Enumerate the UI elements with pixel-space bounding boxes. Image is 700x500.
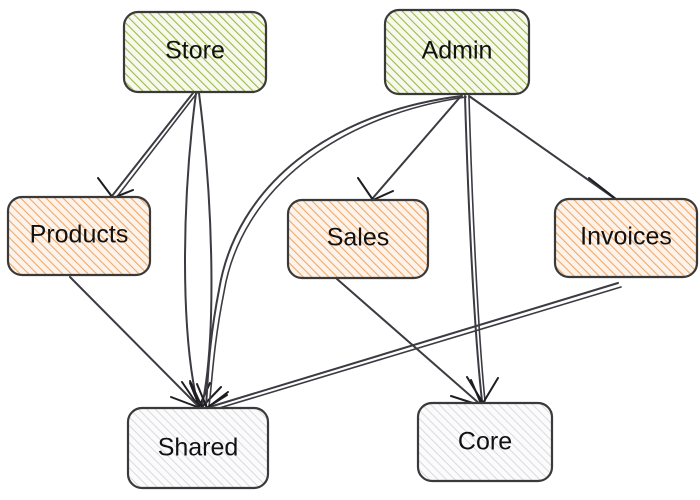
node-store-shape[interactable]	[122, 10, 268, 94]
node-invoices-shape[interactable]	[553, 197, 699, 279]
node-store[interactable]: Store	[122, 10, 268, 94]
node-admin[interactable]: Admin	[383, 8, 531, 96]
edge-store-shared-b[interactable]	[189, 92, 222, 408]
node-invoices[interactable]: Invoices	[553, 197, 699, 279]
node-products[interactable]: Products	[6, 195, 152, 277]
node-sales-shape[interactable]	[286, 198, 430, 280]
node-core[interactable]: Core	[416, 401, 554, 483]
node-layer: Store Admin Products Sales Invoices Shar	[6, 8, 699, 490]
edge-layer	[69, 92, 622, 420]
edge-products-shared[interactable]	[69, 276, 201, 409]
edge-store-products[interactable]	[97, 92, 198, 199]
edge-admin-core[interactable]	[464, 95, 499, 404]
edge-admin-sales[interactable]	[357, 95, 462, 201]
node-shared-shape[interactable]	[126, 406, 270, 490]
node-shared[interactable]: Shared	[126, 406, 270, 490]
edge-invoices-shared[interactable]	[202, 282, 622, 420]
node-admin-shape[interactable]	[383, 8, 531, 96]
node-sales[interactable]: Sales	[286, 198, 430, 280]
edge-admin-invoices[interactable]	[468, 95, 617, 207]
edge-store-shared-a[interactable]	[181, 92, 211, 408]
node-products-shape[interactable]	[6, 195, 152, 277]
node-core-shape[interactable]	[416, 401, 554, 483]
edge-sales-core[interactable]	[336, 278, 483, 407]
